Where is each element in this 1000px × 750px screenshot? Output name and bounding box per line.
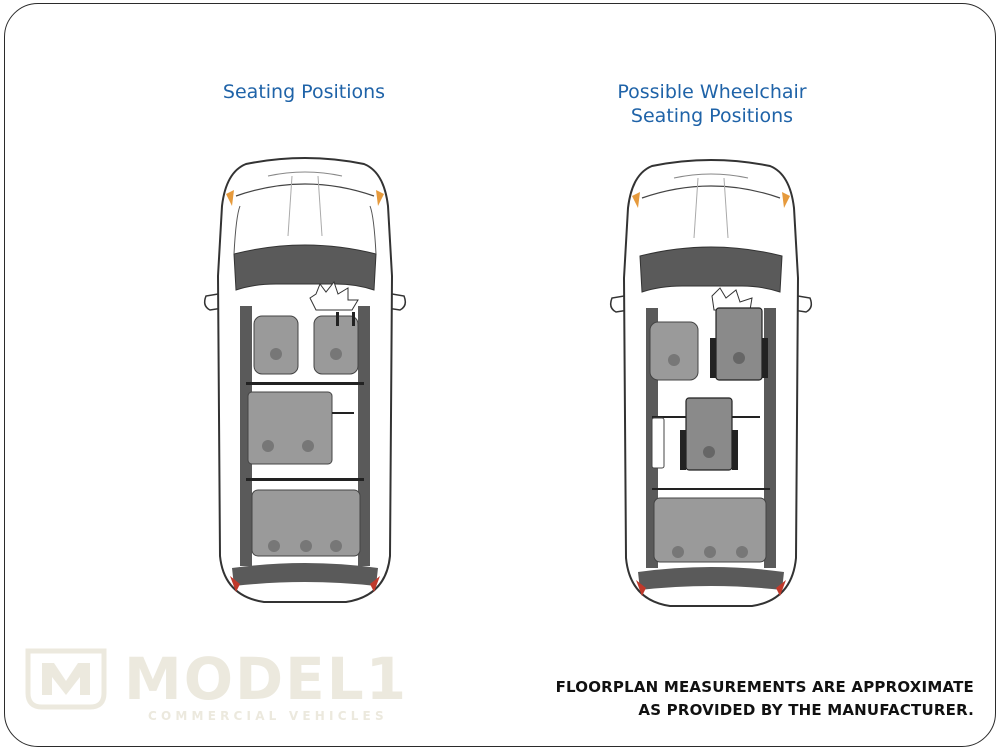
seating-positions-title: Seating Positions — [222, 81, 386, 103]
logo-subtitle: COMMERCIAL VEHICLES — [148, 709, 388, 723]
disclaimer-line-2: AS PROVIDED BY THE MANUFACTURER. — [638, 701, 974, 719]
van-wheelchair-diagram — [609, 159, 813, 607]
disclaimer-line-1: FLOORPLAN MEASUREMENTS ARE APPROXIMATE — [555, 678, 974, 696]
disclaimer-note: FLOORPLAN MEASUREMENTS ARE APPROXIMATE A… — [556, 676, 974, 722]
van-seating-diagram — [203, 157, 407, 603]
m-badge-icon — [25, 648, 107, 710]
slide-frame — [4, 3, 996, 747]
logo-wordmark: MODEL1 — [124, 645, 409, 713]
model1-logo: MODEL1 COMMERCIAL VEHICLES — [24, 645, 414, 725]
wheelchair-seating-title: Possible Wheelchair Seating Positions — [617, 81, 807, 127]
